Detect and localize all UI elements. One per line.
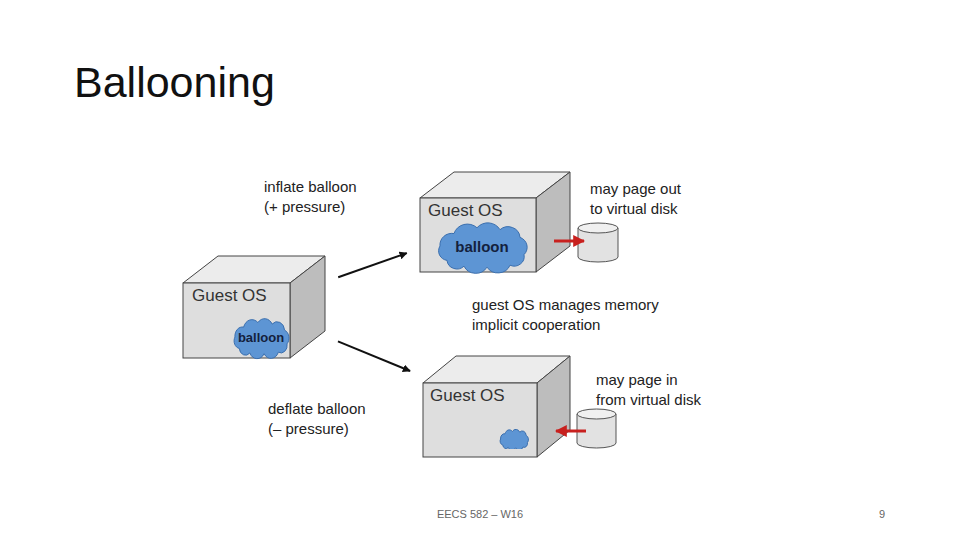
edge-label: inflate balloon (+ pressure)	[264, 177, 366, 218]
cube-outline	[423, 356, 570, 457]
guest-os-box: Guest OSballoon	[420, 172, 570, 272]
box-title: Guest OS	[430, 386, 505, 406]
flow-arrow	[338, 253, 407, 277]
guest-os-box: Guest OS balloon	[183, 256, 325, 358]
footer-text: EECS 582 – W16	[380, 507, 580, 522]
disk-symbol	[577, 409, 616, 448]
annotation-text: may page out to virtual disk	[590, 179, 694, 220]
slide-title: Ballooning	[74, 61, 275, 104]
box-title: Guest OS	[192, 286, 267, 306]
annotation-text: guest OS manages memory implicit coopera…	[472, 295, 677, 336]
disk-symbol	[578, 223, 618, 262]
balloon-cloud: balloon	[432, 222, 532, 270]
box-title: Guest OS	[428, 201, 503, 221]
footer-text: 9	[858, 507, 906, 522]
balloon-label: balloon	[230, 318, 292, 356]
edge-label: deflate balloon (– pressure)	[268, 399, 370, 440]
annotation-text: may page in from virtual disk	[596, 370, 708, 411]
balloon-cloud: balloon	[230, 318, 292, 356]
guest-os-box: Guest OS	[423, 356, 570, 457]
flow-arrow	[338, 341, 410, 371]
balloon-label: balloon	[432, 222, 532, 270]
